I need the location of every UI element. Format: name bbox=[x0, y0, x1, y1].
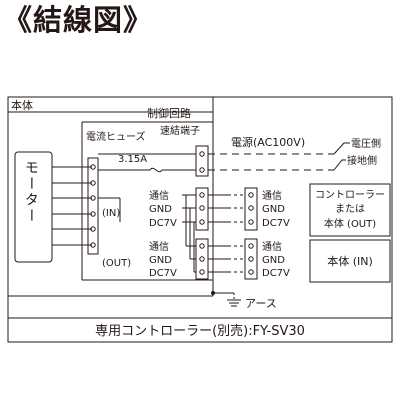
signal-in-comm: 通信 bbox=[149, 190, 169, 202]
unit-in-box bbox=[309, 239, 391, 283]
ground-side-label: 接地側 bbox=[347, 154, 377, 167]
power-dashed-wires bbox=[208, 153, 334, 171]
ext-in-dc7v: DC7V bbox=[262, 218, 290, 229]
connection-terminal-label: 速結端子 bbox=[160, 124, 200, 137]
page-title: 《結線図》 bbox=[3, 3, 154, 37]
ext-in-wires bbox=[208, 194, 228, 223]
signal-in-dc7v: DC7V bbox=[149, 218, 177, 229]
ext-in-comm: 通信 bbox=[262, 190, 282, 202]
in-wires bbox=[98, 194, 196, 272]
fuse-label: 電流ヒューズ bbox=[86, 130, 146, 143]
ext-out-wires bbox=[208, 245, 228, 273]
ext-out-terminal-block bbox=[244, 238, 258, 280]
out-terminal-block bbox=[195, 238, 209, 280]
outer-frame bbox=[7, 96, 393, 343]
signal-out-gnd: GND bbox=[149, 255, 172, 266]
internal-terminal-block bbox=[87, 157, 99, 255]
out-label: (OUT) bbox=[102, 258, 131, 269]
power-label: 電源(AC100V) bbox=[231, 135, 305, 149]
signal-out-comm: 通信 bbox=[149, 241, 169, 253]
ext-out-dashed bbox=[228, 245, 245, 273]
fuse-symbol bbox=[149, 167, 163, 173]
ground-leader bbox=[333, 159, 346, 171]
ext-out-comm: 通信 bbox=[262, 241, 282, 253]
ext-in-dashed bbox=[228, 194, 245, 223]
ext-in-gnd: GND bbox=[262, 204, 285, 215]
ext-out-gnd: GND bbox=[262, 255, 285, 266]
voltage-side-label: 電圧側 bbox=[351, 137, 381, 150]
signal-out-dc7v: DC7V bbox=[149, 268, 177, 279]
ext-out-dc7v: DC7V bbox=[262, 268, 290, 279]
ext-in-terminal-block bbox=[244, 187, 258, 231]
in-label: (IN) bbox=[102, 208, 120, 219]
unit-label: 本体 bbox=[11, 98, 33, 112]
fuse-rating: 3.15A bbox=[118, 154, 147, 165]
power-terminal-block bbox=[195, 145, 209, 177]
motor-label: モーター bbox=[23, 160, 39, 224]
controller-box-line-2: または bbox=[335, 203, 365, 215]
controller-box-line-1: コントローラー bbox=[315, 189, 385, 201]
out-wires-internal bbox=[186, 245, 196, 273]
controller-box-line-3: 本体 (OUT) bbox=[324, 217, 376, 230]
unit-in-box-label: 本体 (IN) bbox=[327, 254, 373, 268]
in-terminal-block bbox=[195, 187, 209, 231]
earth-label: アース bbox=[245, 297, 277, 310]
signal-in-gnd: GND bbox=[149, 204, 172, 215]
footer-label: 専用コントローラー(別売):FY-SV30 bbox=[95, 323, 305, 339]
controller-box bbox=[309, 183, 391, 237]
motor-wires bbox=[52, 166, 92, 246]
internal-terminal-screws bbox=[90, 164, 96, 248]
motor-box bbox=[14, 151, 53, 263]
earth-junction bbox=[211, 291, 215, 295]
voltage-leader bbox=[333, 142, 350, 155]
control-circuit-label: 制御回路 bbox=[147, 106, 191, 120]
